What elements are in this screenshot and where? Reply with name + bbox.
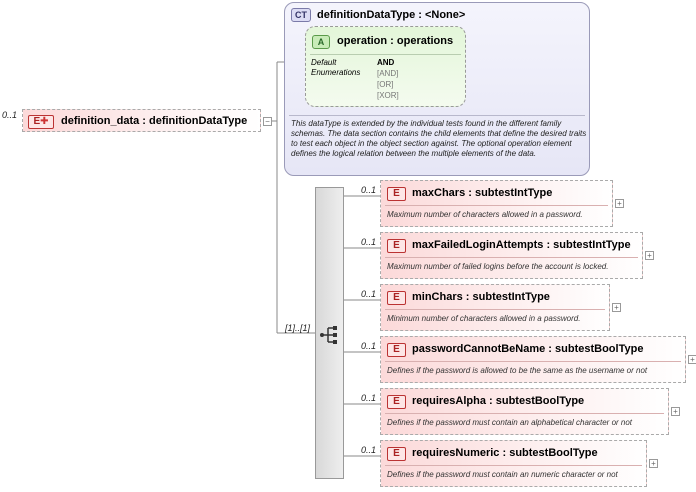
child-element-name: minChars : subtestIntType: [412, 291, 550, 303]
complex-type-badge: CT: [291, 8, 311, 22]
child-occurrence: 0..1: [361, 393, 377, 403]
enumeration-value: [AND]: [377, 69, 399, 78]
attribute-badge: A: [312, 35, 330, 49]
child-divider: [385, 205, 608, 206]
child-divider: [385, 465, 642, 466]
default-label: Default: [311, 58, 337, 67]
complex-type-divider: [289, 115, 585, 116]
plus-icon[interactable]: +: [671, 407, 680, 416]
child-element-description: Minimum number of characters allowed in …: [387, 314, 581, 323]
sequence-compositor[interactable]: [315, 187, 344, 479]
attribute-title: operation : operations: [337, 35, 454, 47]
complex-type-description: This dataType is extended by the individ…: [291, 119, 587, 158]
root-element-definition-data[interactable]: E✚ definition_data : definitionDataType …: [22, 109, 272, 132]
default-value: AND: [377, 58, 395, 67]
element-icon: E: [387, 395, 406, 409]
plus-icon[interactable]: +: [645, 251, 654, 260]
complex-type-title: definitionDataType : <None>: [317, 9, 466, 21]
element-icon: E: [387, 447, 406, 461]
child-element-description: Maximum number of characters allowed in …: [387, 210, 583, 219]
element-icon: E: [387, 239, 406, 253]
child-divider: [385, 309, 605, 310]
attribute-divider: [310, 54, 461, 55]
attribute-operation[interactable]: A operation : operations Default Enumera…: [305, 26, 466, 107]
child-element-description: Defines if the password is allowed to be…: [387, 366, 648, 375]
enumerations-label: Enumerations: [311, 68, 361, 77]
element-children-icon: E✚: [28, 115, 54, 129]
child-element-description: Maximum number of failed logins before t…: [387, 262, 609, 271]
child-element-description: Defines if the password must contain an …: [387, 470, 618, 479]
plus-icon[interactable]: +: [688, 355, 696, 364]
root-occurrence: 0..1: [2, 110, 18, 120]
child-divider: [385, 361, 681, 362]
child-occurrence: 0..1: [361, 185, 377, 195]
element-icon: E: [387, 291, 406, 305]
child-divider: [385, 257, 638, 258]
complex-type-box[interactable]: CT definitionDataType : <None> A operati…: [284, 2, 590, 176]
child-occurrence: 0..1: [361, 341, 377, 351]
child-element-name: maxFailedLoginAttempts : subtestIntType: [412, 239, 631, 251]
element-icon: E: [387, 343, 406, 357]
root-element-name: definition_data : definitionDataType: [61, 115, 248, 127]
child-divider: [385, 413, 664, 414]
enumeration-value: [XOR]: [377, 91, 399, 100]
element-icon: E: [387, 187, 406, 201]
child-element-name: passwordCannotBeName : subtestBoolType: [412, 343, 644, 355]
child-occurrence: 0..1: [361, 445, 377, 455]
plus-icon[interactable]: +: [615, 199, 624, 208]
sequence-compositor-icon: [320, 326, 337, 344]
plus-icon[interactable]: +: [612, 303, 621, 312]
sequence-occurrence: [1]..[1]: [285, 323, 311, 333]
enumeration-value: [OR]: [377, 80, 394, 89]
child-element-description: Defines if the password must contain an …: [387, 418, 633, 427]
plus-icon[interactable]: +: [649, 459, 658, 468]
child-element-name: requiresNumeric : subtestBoolType: [412, 447, 598, 459]
child-element-name: maxChars : subtestIntType: [412, 187, 553, 199]
child-element-name: requiresAlpha : subtestBoolType: [412, 395, 585, 407]
child-occurrence: 0..1: [361, 289, 377, 299]
child-occurrence: 0..1: [361, 237, 377, 247]
collapse-icon[interactable]: −: [263, 117, 272, 126]
